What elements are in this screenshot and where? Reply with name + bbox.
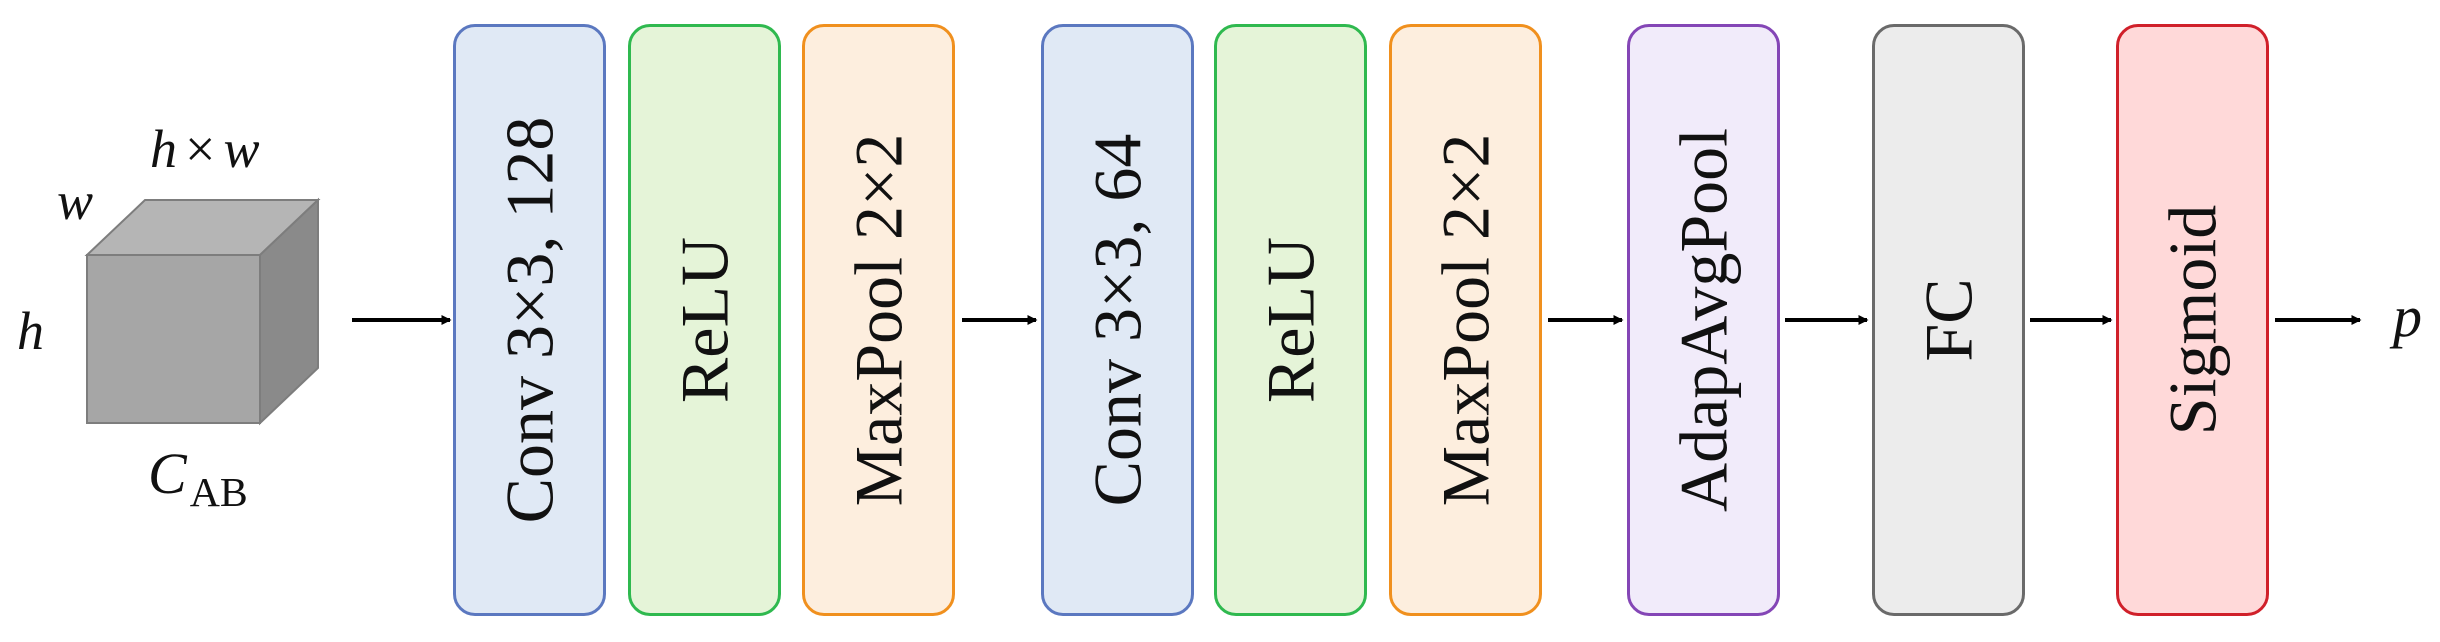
layer-conv-3x3-128: Conv 3×3, 128 xyxy=(453,24,606,616)
layer-label: ReLU xyxy=(666,236,742,404)
layer-label: Conv 3×3, 128 xyxy=(491,116,567,524)
input-size-times: × xyxy=(185,119,216,179)
channel-subscript: AB xyxy=(189,469,248,516)
layer-maxpool-2: MaxPool 2×2 xyxy=(1389,24,1542,616)
layer-relu-2: ReLU xyxy=(1214,24,1367,616)
layer-label: Sigmoid xyxy=(2154,204,2230,436)
layer-fc: FC xyxy=(1872,24,2025,616)
layer-conv-3x3-64: Conv 3×3, 64 xyxy=(1041,24,1194,616)
input-channel-label: CAB xyxy=(148,440,248,517)
input-width-label: w xyxy=(57,171,94,231)
input-tensor-cube xyxy=(84,197,321,426)
layer-label: MaxPool 2×2 xyxy=(1427,133,1503,507)
layer-label: FC xyxy=(1910,278,1986,362)
layer-label: Conv 3×3, 64 xyxy=(1079,133,1155,507)
layer-maxpool-1: MaxPool 2×2 xyxy=(802,24,955,616)
layer-label: MaxPool 2×2 xyxy=(840,133,916,507)
layer-sigmoid: Sigmoid xyxy=(2116,24,2269,616)
layer-label: AdapAvgPool xyxy=(1665,127,1741,513)
input-size-w: w xyxy=(223,119,260,179)
layer-adapavgpool: AdapAvgPool xyxy=(1627,24,1780,616)
output-label: p xyxy=(2393,284,2422,349)
layer-label: ReLU xyxy=(1252,236,1328,404)
input-height-label: h xyxy=(17,301,44,361)
input-size-h: h xyxy=(150,119,177,179)
input-size-label: h×w xyxy=(150,118,260,180)
channel-symbol: C xyxy=(148,441,187,506)
layer-relu-1: ReLU xyxy=(628,24,781,616)
